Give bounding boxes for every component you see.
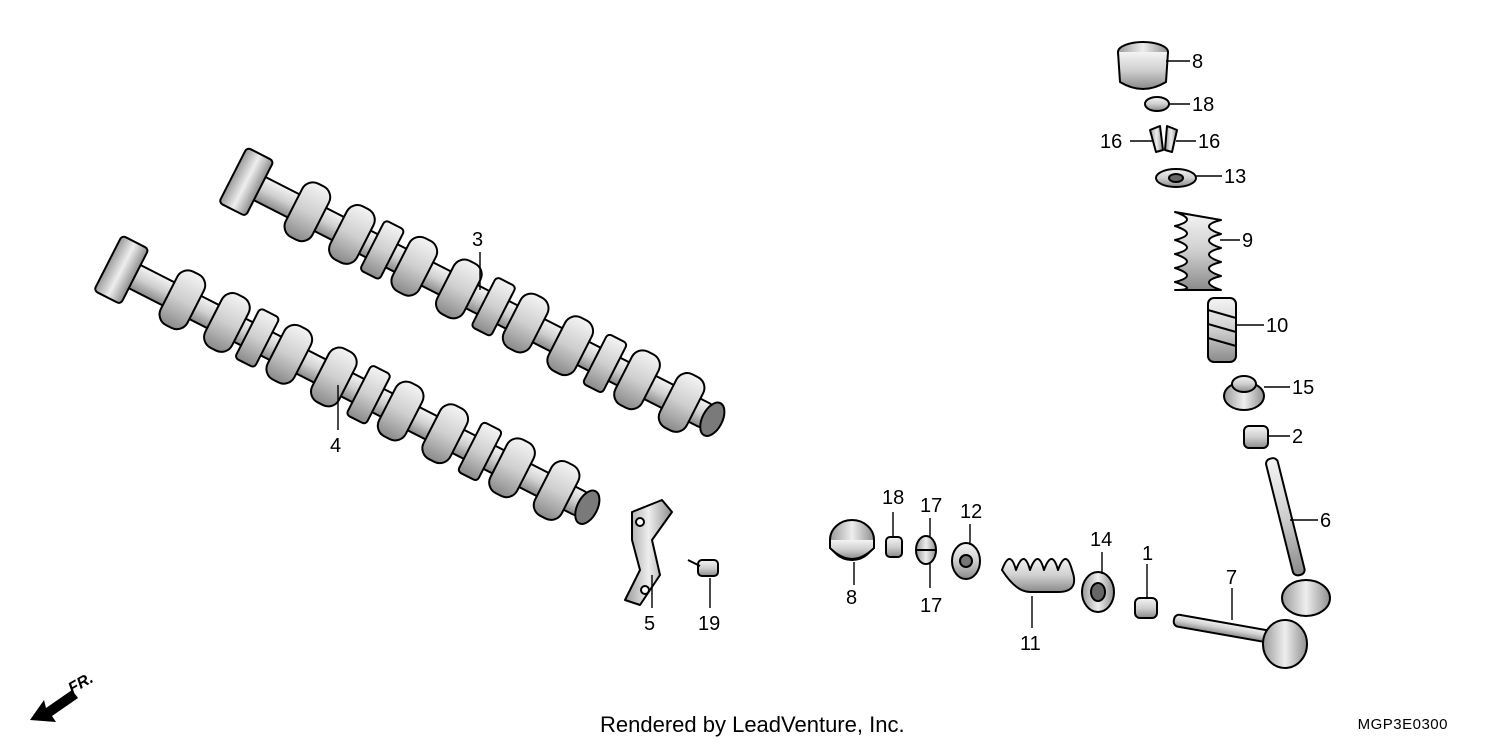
valve-seal-upper <box>1243 425 1269 449</box>
camshaft-intake <box>94 235 601 525</box>
bolt <box>687 559 719 577</box>
front-arrow-icon <box>30 690 78 722</box>
label-16-right: 16 <box>1198 131 1220 153</box>
label-17-top: 17 <box>920 495 942 517</box>
spring-retainer-lower <box>951 542 981 580</box>
camshaft-exhaust <box>219 147 726 437</box>
valve-lifter-lower <box>829 519 875 561</box>
label-10: 10 <box>1266 315 1288 337</box>
label-8-lower: 8 <box>846 587 857 609</box>
spring-retainer-upper <box>1155 168 1197 188</box>
label-11: 11 <box>1020 633 1041 655</box>
diagram-code: MGP3E0300 <box>1357 716 1448 733</box>
label-3: 3 <box>472 229 483 251</box>
valve-lifter-upper <box>1117 41 1169 90</box>
cotter-lower <box>915 535 937 565</box>
leader-lines <box>337 60 1318 628</box>
label-13: 13 <box>1224 166 1246 188</box>
valve-intake <box>1172 613 1308 669</box>
cam-plate <box>624 499 673 606</box>
valve-seal-lower <box>1134 597 1158 619</box>
spring-seat-lower <box>1081 571 1115 613</box>
label-4: 4 <box>330 435 341 457</box>
label-18-lower: 18 <box>882 487 904 509</box>
label-15: 15 <box>1292 377 1314 399</box>
label-17-bottom: 17 <box>920 595 942 617</box>
label-8-upper: 8 <box>1192 51 1203 73</box>
label-18-upper: 18 <box>1192 94 1214 116</box>
outer-spring-upper <box>1174 211 1222 291</box>
callout-labels: 3 4 5 19 8 18 17 17 12 11 14 1 7 8 18 16… <box>330 51 1331 655</box>
label-5: 5 <box>644 613 655 635</box>
outer-spring-lower <box>1001 558 1076 593</box>
label-9: 9 <box>1242 230 1253 252</box>
label-1: 1 <box>1142 543 1153 565</box>
spring-seat-upper <box>1223 375 1265 411</box>
label-6: 6 <box>1320 510 1331 532</box>
valve-exhaust <box>1265 457 1331 617</box>
label-19: 19 <box>698 613 720 635</box>
label-16-left: 16 <box>1100 131 1122 153</box>
cotter-upper <box>1149 125 1178 153</box>
label-7: 7 <box>1226 567 1237 589</box>
label-12: 12 <box>960 501 982 523</box>
inner-spring-upper <box>1207 297 1237 363</box>
label-2: 2 <box>1292 426 1303 448</box>
front-direction-marker: FR. <box>30 670 96 722</box>
credit-text: Rendered by LeadVenture, Inc. <box>600 712 905 737</box>
label-14: 14 <box>1090 529 1112 551</box>
shim-upper <box>1144 96 1170 112</box>
shim-lower <box>885 536 903 558</box>
